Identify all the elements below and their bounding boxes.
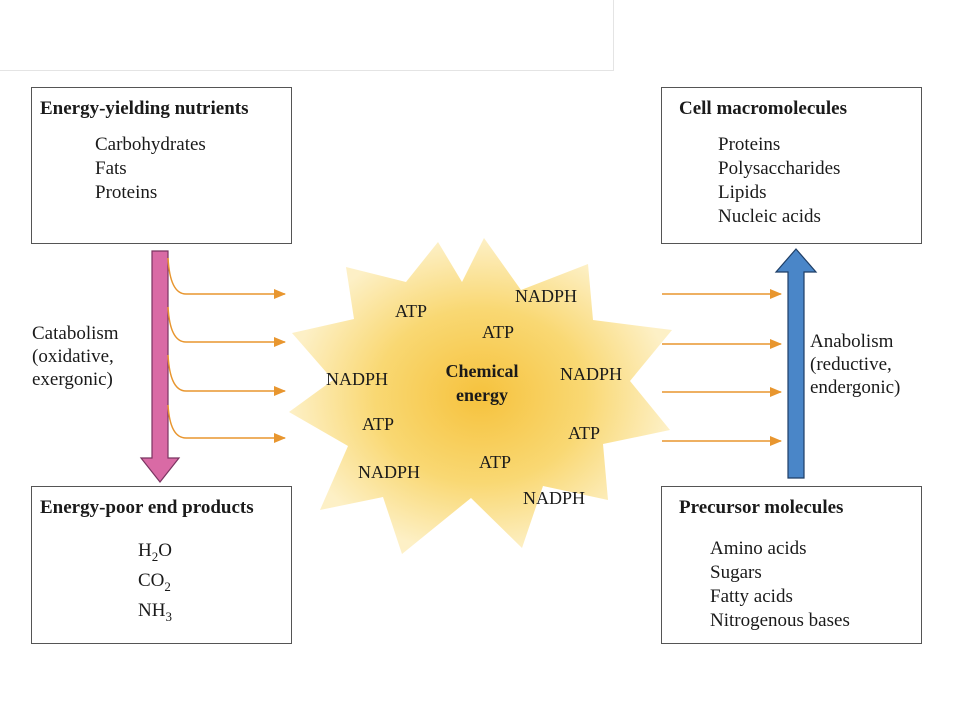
- list-item: Nucleic acids: [718, 206, 821, 227]
- catabolism-line: (oxidative,: [32, 346, 114, 367]
- list-item: NH3: [138, 599, 172, 624]
- list-item: Fatty acids: [710, 586, 793, 607]
- list-item: Nitrogenous bases: [710, 610, 850, 631]
- energy-flow-arrow: [167, 306, 286, 347]
- energy-flow-arrow: [167, 404, 286, 443]
- anabolism-arrow: [774, 248, 818, 479]
- list-item: H2O: [138, 540, 172, 564]
- end-products-title: Energy-poor end products: [40, 497, 254, 518]
- end-products-box: Energy-poor end products H2O CO2 NH3: [31, 486, 292, 644]
- list-item: Carbohydrates: [95, 134, 206, 155]
- anabolism-line: Anabolism: [810, 331, 894, 352]
- atp-label: ATP: [482, 322, 514, 342]
- catabolism-label: Catabolism (oxidative, exergonic): [32, 322, 119, 391]
- nadph-label: NADPH: [515, 286, 577, 306]
- precursors-title: Precursor molecules: [679, 497, 844, 518]
- macromolecules-list: Proteins Polysaccharides Lipids Nucleic …: [718, 133, 840, 229]
- top-panel: [0, 0, 614, 71]
- list-item: Amino acids: [710, 538, 807, 559]
- precursors-box: Precursor molecules Amino acids Sugars F…: [661, 486, 922, 644]
- atp-label: ATP: [362, 414, 394, 434]
- nadph-label: NADPH: [523, 488, 585, 508]
- catabolism-line: exergonic): [32, 369, 113, 390]
- energy-flow-arrow: [167, 354, 286, 396]
- macromolecules-title: Cell macromolecules: [679, 98, 847, 119]
- anabolism-line: (reductive,: [810, 354, 892, 375]
- atp-label: ATP: [568, 423, 600, 443]
- list-item: Sugars: [710, 562, 762, 583]
- list-item: CO2: [138, 569, 171, 594]
- precursors-list: Amino acids Sugars Fatty acids Nitrogeno…: [710, 537, 850, 633]
- end-products-list: H2O CO2 NH3: [138, 539, 172, 628]
- energy-flow-arrow: [167, 257, 286, 299]
- anabolism-line: endergonic): [810, 377, 901, 398]
- catabolism-line: Catabolism: [32, 323, 119, 344]
- nutrients-box: Energy-yielding nutrients Carbohydrates …: [31, 87, 292, 244]
- list-item: Lipids: [718, 182, 767, 203]
- nutrients-title: Energy-yielding nutrients: [40, 98, 249, 119]
- nutrients-list: Carbohydrates Fats Proteins: [95, 133, 206, 205]
- atp-label: ATP: [479, 452, 511, 472]
- list-item: Polysaccharides: [718, 158, 841, 179]
- nadph-label: NADPH: [326, 369, 388, 389]
- chemical-energy-title: Chemical: [446, 361, 519, 381]
- catabolism-arrow: [139, 250, 181, 483]
- chemical-energy-burst: [289, 238, 672, 554]
- macromolecules-box: Cell macromolecules Proteins Polysacchar…: [661, 87, 922, 244]
- atp-label: ATP: [395, 301, 427, 321]
- list-item: Proteins: [718, 134, 781, 155]
- chemical-energy-title: energy: [456, 385, 508, 405]
- list-item: Fats: [95, 158, 127, 179]
- list-item: Proteins: [95, 182, 158, 203]
- nadph-label: NADPH: [560, 364, 622, 384]
- nadph-label: NADPH: [358, 462, 420, 482]
- anabolism-label: Anabolism (reductive, endergonic): [810, 330, 900, 399]
